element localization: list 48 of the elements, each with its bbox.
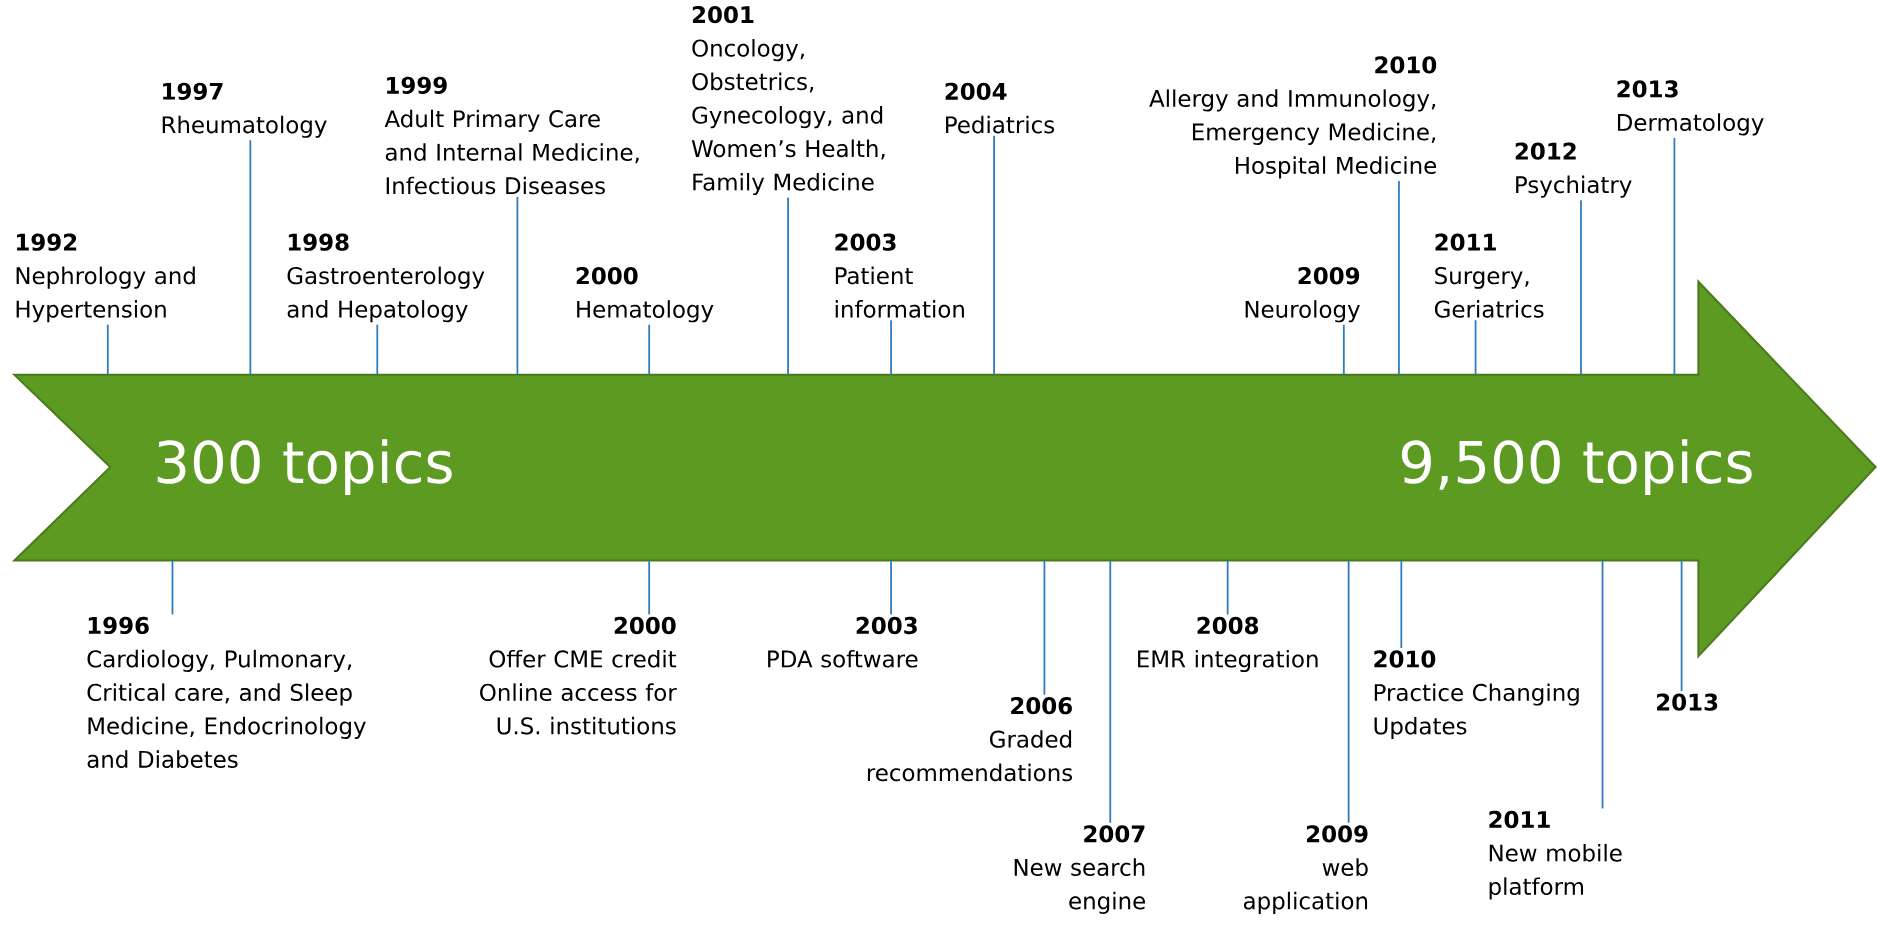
timeline-event: 1992 Nephrology and Hypertension [16, 233, 195, 323]
leader-line [648, 323, 651, 376]
timeline-event: 1997 Rheumatology [162, 82, 327, 138]
leader-line [171, 560, 174, 616]
leader-line [106, 323, 109, 376]
timeline-event: 2008 EMR integration [1138, 616, 1318, 673]
timeline-event: 2011 New mobile platform [1489, 810, 1622, 900]
timeline-event: 2003 PDA software [768, 616, 918, 668]
timeline-event: 1996 Cardiology, Pulmonary, Critical care, and Sleep Medicine, Endocrinology and Diabetes [87, 616, 366, 768]
leader-line [1580, 199, 1582, 376]
timeline-event: 2000 Offer CME credit Online access for U.S. institutions [480, 616, 677, 735]
leader-line [1109, 560, 1112, 824]
leader-line [516, 195, 519, 376]
leader-line [1601, 560, 1604, 810]
leader-line [1226, 560, 1229, 616]
leader-line [993, 134, 995, 376]
timeline-event: 2006 Graded recommendations [867, 697, 1073, 782]
timeline-event: 2011 Surgery, Geriatrics [1434, 233, 1544, 318]
timeline-event: 2009 web application [1243, 825, 1368, 914]
timeline-event: 2007 New search engine [1014, 825, 1145, 914]
timeline-event: 2012 Psychiatry [1515, 142, 1632, 198]
leader-line [1474, 319, 1477, 376]
leader-line [1680, 560, 1683, 692]
leader-line [1347, 560, 1350, 824]
leader-line [890, 560, 892, 616]
leader-line [376, 323, 379, 376]
leader-line [787, 196, 789, 376]
leader-line [1043, 560, 1046, 696]
leader-line [1400, 560, 1403, 649]
topic-count: 300 topics [157, 439, 452, 496]
topic-count: 9,500 topics [1401, 439, 1752, 496]
timeline-event: 2004 Pediatrics [945, 82, 1055, 134]
timeline-event: 2013 Dermatology [1617, 80, 1764, 136]
timeline-event: 2000 Hematology [576, 267, 714, 323]
timeline-event: 2010 Practice Changing Updates [1374, 650, 1579, 740]
leader-line [1398, 180, 1400, 376]
leader-line [890, 319, 892, 376]
timeline-event: 2010 Allergy and Immunology, Emergency Medicine, Hospital Medicine [1149, 56, 1437, 179]
timeline-event: 1998 Gastroenterology and Hepatology [287, 233, 485, 323]
timeline-event: 1999 Adult Primary Care and Internal Medicine, Infectious Diseases [384, 76, 639, 195]
leader-line [1342, 323, 1345, 376]
timeline-event: 2009 Neurology [1245, 267, 1360, 323]
timeline-event: 2013 [1657, 693, 1718, 711]
leader-line [249, 139, 252, 376]
timeline-event: 2003 Patient information [835, 233, 964, 318]
timeline-event: 2001 Oncology, Obstetrics, Gynecology, and Women’s Health, Family Medicine [691, 6, 885, 196]
leader-line [648, 560, 651, 616]
leader-line [1673, 137, 1676, 376]
